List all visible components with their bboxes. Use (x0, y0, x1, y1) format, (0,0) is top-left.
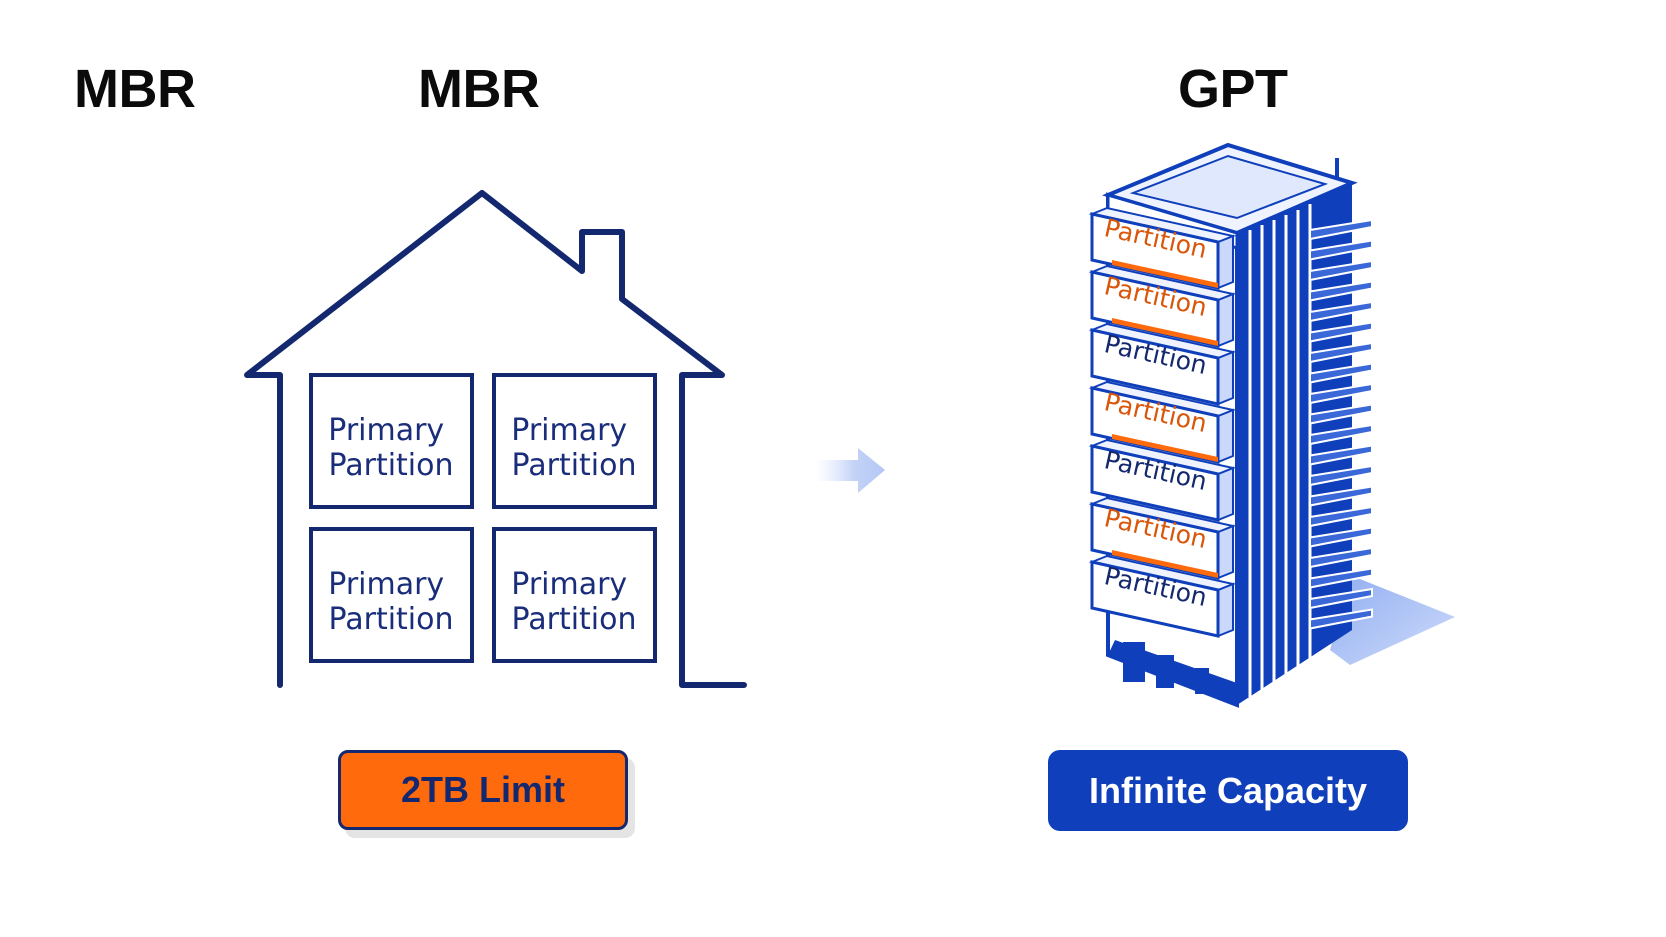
partition-label-line1: Primary (511, 413, 627, 448)
partition-label-line2: Partition (328, 602, 453, 637)
limit-badge: 2TB Limit (338, 750, 628, 830)
balcony-rib (1309, 587, 1373, 610)
partition-label-line2: Partition (328, 448, 453, 483)
balcony-rib (1309, 464, 1373, 487)
balcony-rib (1309, 239, 1373, 261)
partition-floor: Partition (1088, 264, 1237, 348)
balcony-rib (1309, 362, 1373, 384)
partition-label-line2: Partition (511, 448, 636, 483)
limit-badge-label: 2TB Limit (400, 769, 565, 810)
partition-box-4: Primary Partition (492, 527, 657, 663)
partition-floor-stack: PartitionPartitionPartitionPartitionPart… (1088, 206, 1237, 638)
partition-label: Primary Partition (511, 413, 636, 483)
partition-floor: Partition (1088, 496, 1237, 580)
partition-floor: Partition (1088, 322, 1237, 406)
partition-label: Primary Partition (328, 413, 453, 483)
capacity-badge-label: Infinite Capacity (1088, 769, 1368, 811)
partition-label-line1: Primary (328, 567, 444, 602)
partition-box-1: Primary Partition (309, 373, 474, 509)
balcony-rib (1309, 526, 1373, 548)
balcony-rib (1309, 382, 1373, 405)
partition-label-line2: Partition (511, 602, 636, 637)
heading-mbr-center: MBR (418, 59, 540, 119)
balcony-rib (1309, 403, 1373, 425)
balcony-rib (1309, 567, 1373, 589)
balcony-rib (1309, 321, 1373, 343)
balcony-rib (1309, 300, 1373, 323)
balcony-rib (1309, 505, 1373, 528)
balcony-rib (1309, 259, 1373, 282)
skyscraper-icon: PartitionPartitionPartitionPartitionPart… (1088, 142, 1455, 708)
balcony-rib (1309, 218, 1373, 241)
house-icon (244, 190, 747, 688)
partition-label-line1: Primary (511, 567, 627, 602)
balcony-rib (1309, 423, 1373, 446)
balcony-rib (1309, 546, 1373, 569)
heading-mbr-left: MBR (74, 59, 196, 119)
balcony-rib (1309, 444, 1373, 466)
partition-floor: Partition (1088, 206, 1237, 290)
partition-label-line1: Primary (328, 413, 444, 448)
balcony-rib (1309, 608, 1373, 630)
partition-label: Primary Partition (328, 567, 453, 637)
arrow-right-icon (815, 448, 885, 493)
heading-gpt: GPT (1178, 59, 1288, 119)
partition-floor: Partition (1088, 380, 1237, 464)
balcony-rib (1309, 341, 1373, 364)
balcony-rib (1309, 485, 1373, 507)
partition-floor: Partition (1088, 438, 1237, 522)
partition-floor: Partition (1088, 554, 1237, 638)
partition-box-2: Primary Partition (492, 373, 657, 509)
partition-label: Primary Partition (511, 567, 636, 637)
capacity-badge: Infinite Capacity (1048, 750, 1408, 831)
balcony-rib (1309, 280, 1373, 302)
partition-box-3: Primary Partition (309, 527, 474, 663)
balcony-ribs (1309, 218, 1373, 630)
